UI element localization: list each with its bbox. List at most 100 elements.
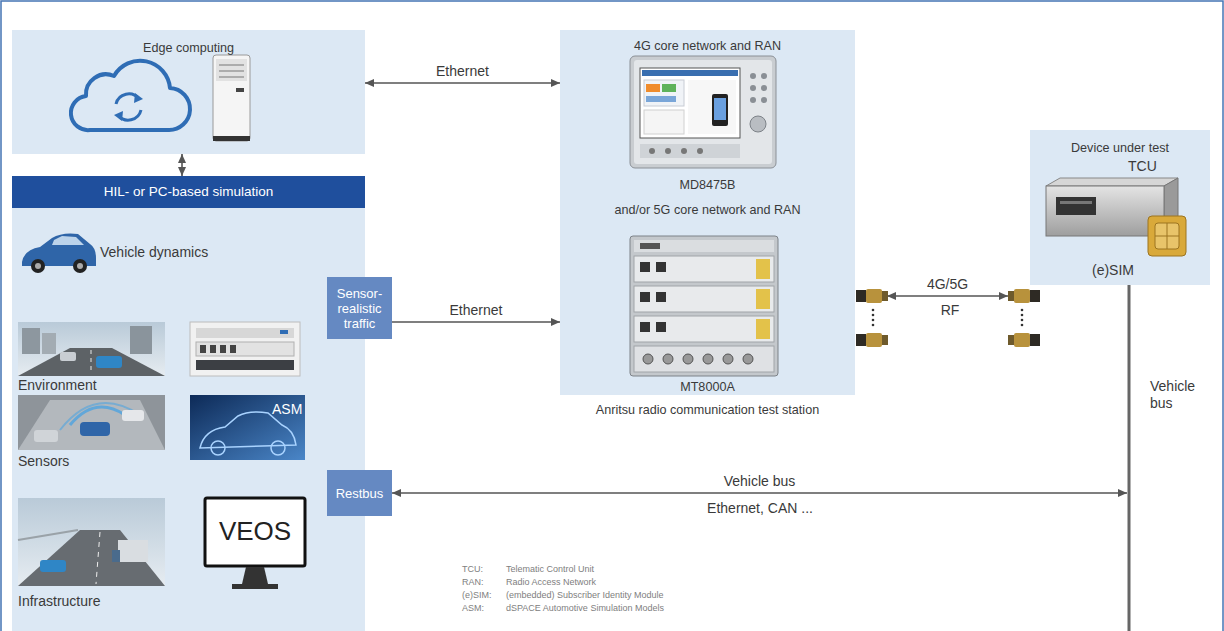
car-illustration bbox=[22, 234, 96, 274]
infrastructure-scene bbox=[96, 532, 100, 584]
connector-arrow bbox=[887, 295, 1008, 297]
rf-connectors bbox=[1021, 324, 1024, 327]
md8475b-instrument bbox=[697, 148, 703, 154]
rf-connectors bbox=[856, 334, 866, 346]
mt8000a-instrument bbox=[640, 292, 650, 302]
hil-rack bbox=[196, 342, 294, 356]
infrastructure-scene bbox=[18, 530, 78, 540]
infrastructure-scene bbox=[112, 550, 120, 562]
rf-connectors bbox=[1030, 290, 1040, 302]
veos-monitor bbox=[232, 584, 278, 589]
server-tower bbox=[219, 71, 244, 72]
hil-rack bbox=[210, 345, 216, 353]
mt8000a-instrument bbox=[756, 319, 770, 339]
infrastructure-scene bbox=[18, 530, 165, 586]
mt8000a-instrument bbox=[656, 292, 666, 302]
tcu-unit bbox=[1148, 216, 1186, 256]
hil-rack bbox=[190, 322, 300, 376]
signal-label: RF bbox=[941, 302, 960, 319]
asm-image bbox=[271, 441, 285, 455]
veos-monitor bbox=[205, 498, 305, 589]
connector-arrow bbox=[392, 321, 560, 323]
environment-scene bbox=[60, 352, 76, 361]
environment-scene bbox=[91, 350, 92, 374]
car-illustration bbox=[73, 259, 87, 273]
md8475b-instrument bbox=[630, 56, 776, 168]
screen-text: VEOS bbox=[219, 516, 291, 546]
asm-image bbox=[190, 395, 305, 460]
environment-scene bbox=[22, 328, 40, 354]
sensors-scene bbox=[18, 395, 165, 450]
image-caption: Vehicle dynamics bbox=[100, 244, 208, 261]
abbreviation-meaning: Telematic Control Unit bbox=[506, 563, 594, 575]
md8475b-instrument bbox=[761, 85, 767, 91]
rf-connectors bbox=[866, 333, 882, 347]
cloud-icon bbox=[71, 61, 190, 130]
mt8000a-instrument bbox=[656, 322, 666, 332]
sensors-scene bbox=[18, 400, 165, 450]
hil-rack bbox=[190, 322, 300, 376]
rf-connectors bbox=[872, 324, 875, 327]
panel-caption: Anritsu radio communication test station bbox=[560, 402, 855, 419]
rf-connectors bbox=[1014, 289, 1030, 303]
box-label: Restbus bbox=[336, 486, 384, 501]
car-illustration bbox=[77, 263, 83, 269]
hil-rack bbox=[280, 330, 288, 334]
md8475b-instrument bbox=[640, 68, 740, 138]
mt8000a-instrument bbox=[634, 240, 774, 252]
image-caption: Sensors bbox=[18, 453, 69, 470]
md8475b-instrument bbox=[640, 144, 740, 158]
connector-label: Ethernet bbox=[436, 63, 489, 80]
mt8000a-instrument bbox=[743, 354, 753, 364]
tcu-unit bbox=[1046, 178, 1178, 186]
md8475b-instrument bbox=[750, 116, 766, 132]
panel-header: HIL- or PC-based simulation bbox=[12, 176, 365, 208]
mt8000a-instrument bbox=[756, 259, 770, 279]
hil-rack bbox=[196, 328, 294, 338]
rf-connectors bbox=[856, 289, 1040, 347]
md8475b-instrument bbox=[665, 148, 671, 154]
mt8000a-instrument bbox=[640, 243, 660, 249]
md8475b-instrument bbox=[681, 148, 687, 154]
traffic-box: Sensor-realistic traffic bbox=[327, 277, 392, 339]
rf-connectors bbox=[872, 309, 875, 312]
md8475b-instrument bbox=[646, 84, 660, 92]
md8475b-instrument bbox=[642, 70, 738, 76]
server-tower bbox=[236, 88, 244, 92]
image-caption: Infrastructure bbox=[18, 593, 100, 610]
md8475b-instrument bbox=[644, 80, 684, 106]
mt8000a-instrument bbox=[634, 316, 774, 342]
connector-label: Ethernet bbox=[450, 302, 503, 319]
mt8000a-instrument bbox=[703, 354, 713, 364]
mt8000a-instrument bbox=[640, 322, 650, 332]
md8475b-instrument bbox=[662, 84, 676, 92]
edge-computing-panel: Edge computing bbox=[12, 30, 365, 154]
abbreviation: TCU: bbox=[462, 563, 483, 575]
environment-scene bbox=[18, 322, 165, 376]
server-tower bbox=[213, 136, 250, 141]
image-caption: ASM bbox=[272, 401, 302, 418]
environment-scene bbox=[130, 326, 152, 354]
car-illustration bbox=[52, 236, 84, 245]
hil-rack bbox=[230, 345, 236, 353]
tcu-unit bbox=[1060, 201, 1092, 204]
rf-connectors bbox=[866, 289, 882, 303]
mt8000a-instrument bbox=[630, 236, 778, 376]
abbreviation-meaning: Radio Access Network bbox=[506, 576, 596, 588]
tcu-unit bbox=[1046, 178, 1186, 256]
connector-arrow bbox=[392, 492, 1127, 494]
mt8000a-instrument bbox=[643, 354, 653, 364]
device-name: MD8475B bbox=[560, 177, 855, 194]
connector-label: Vehicle bus bbox=[724, 473, 796, 490]
md8475b-instrument bbox=[649, 148, 655, 154]
car-illustration bbox=[35, 263, 41, 269]
mt8000a-instrument bbox=[723, 354, 733, 364]
abbreviation: RAN: bbox=[462, 576, 484, 588]
abbreviation-meaning: dSPACE Automotive Simulation Models bbox=[506, 602, 664, 614]
md8475b-instrument bbox=[644, 110, 684, 134]
rf-connectors bbox=[1008, 335, 1014, 345]
md8475b-instrument bbox=[630, 56, 776, 168]
tcu-unit bbox=[1046, 186, 1164, 236]
connector-arrow bbox=[181, 154, 183, 176]
